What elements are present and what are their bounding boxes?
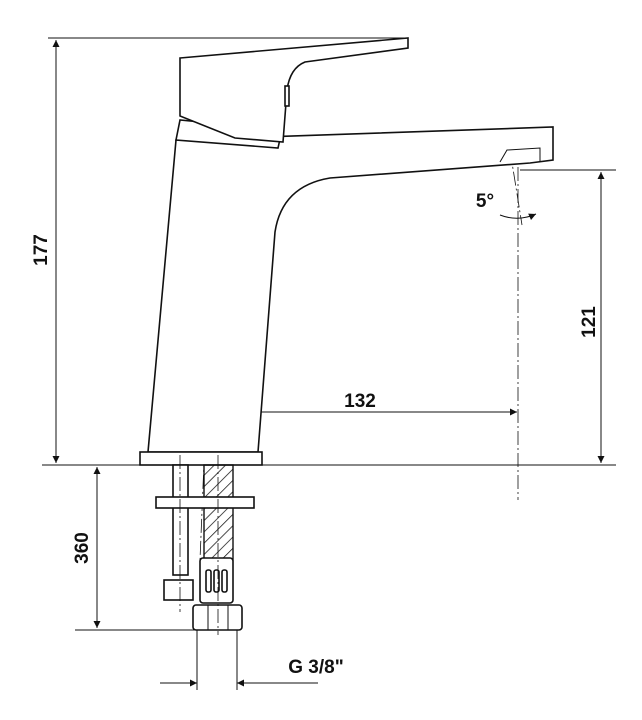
faucet-body [147,126,554,453]
mounting-stud [172,464,189,576]
height-dimension-label: 177 [31,234,52,266]
spout-angle-label: 5° [476,191,494,212]
base-plate [139,451,263,466]
spout-height-dimension-label: 121 [579,306,600,338]
mounting-plate [155,496,255,509]
spout-reach-dimension-label: 132 [344,391,376,412]
handle-detail [284,85,290,107]
ferrule-groove [205,569,212,593]
hose-length-dimension-label: 360 [72,532,93,564]
connection-nut [192,604,243,631]
angle-arc [499,213,537,221]
lever-handle [179,37,409,143]
ferrule-groove [221,569,228,593]
aerator [499,147,541,163]
braided-hose [203,464,234,561]
thread-size-label: G 3/8" [288,657,343,678]
stud-nut [163,579,194,601]
